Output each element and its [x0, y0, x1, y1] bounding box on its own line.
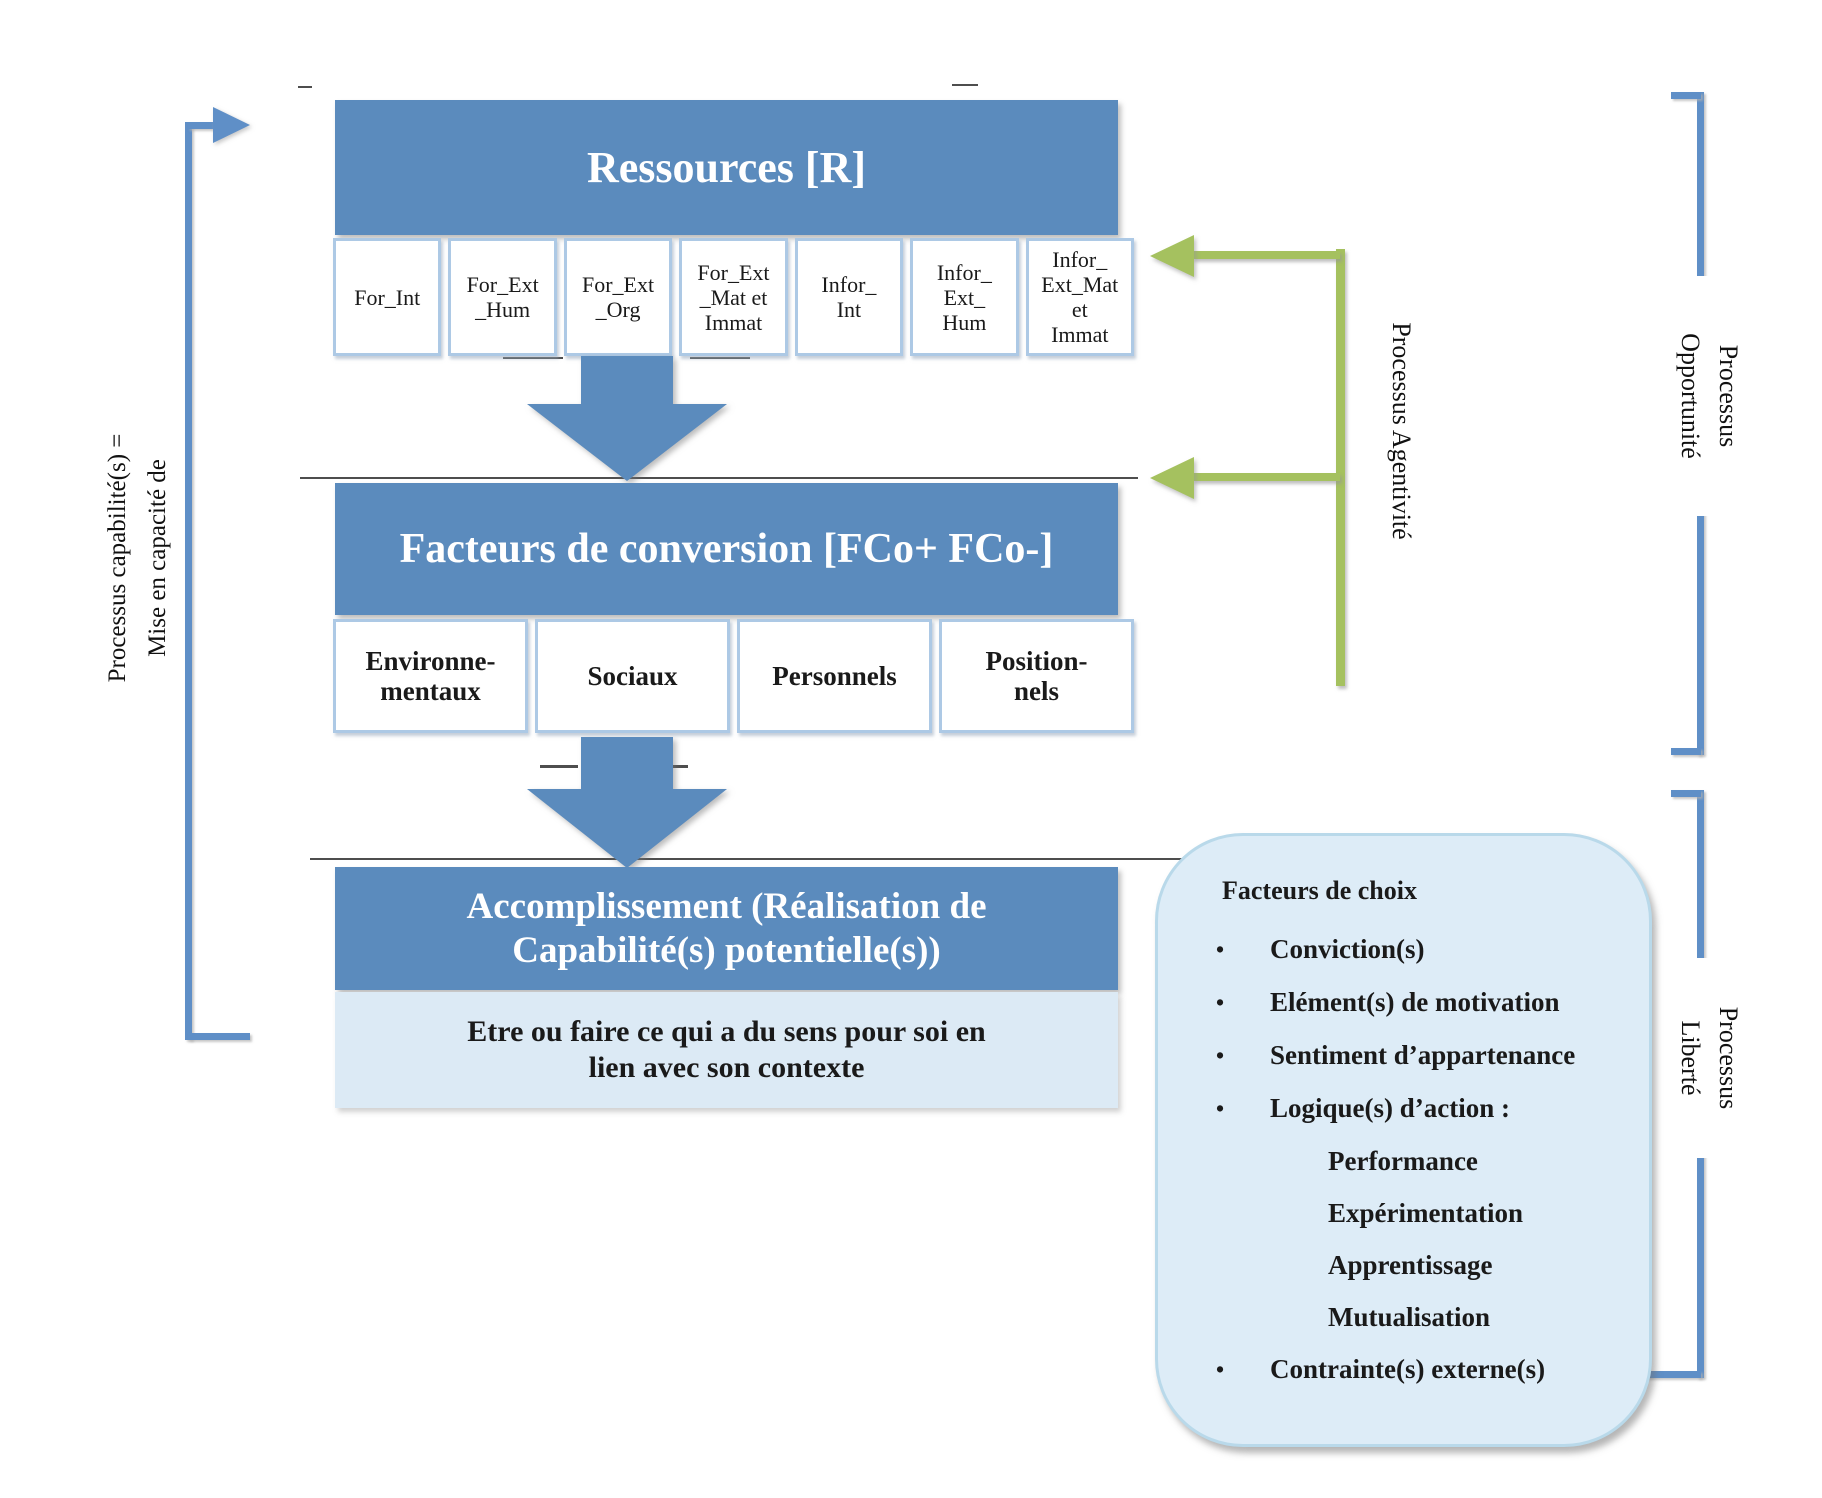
ressources-title: Ressources [R]	[586, 143, 867, 192]
arrow1-left-tick	[503, 357, 563, 359]
choice-item-row: • Conviction(s)	[1208, 934, 1627, 965]
resource-cell: Infor_ Ext_Mat et Immat	[1025, 238, 1134, 356]
resource-cell: Infor_ Int	[794, 238, 904, 356]
choice-item-row: • Contrainte(s) externe(s)	[1208, 1354, 1627, 1385]
facteurs-header: Facteurs de conversion [FCo+ FCo-]	[335, 483, 1118, 615]
left-process-label-line2: Mise en capacité de	[144, 459, 171, 657]
facteur-cell: Position- nels	[939, 619, 1134, 733]
agentivite-label: Processus Agentivité	[1387, 322, 1416, 540]
down-arrow-head	[527, 404, 727, 481]
accomplissement-subtitle-box: Etre ou faire ce qui a du sens pour soi …	[335, 992, 1118, 1108]
agentivite-arrowhead-top-icon	[1150, 235, 1194, 277]
choice-item: Sentiment d’appartenance	[1270, 1040, 1576, 1070]
ressources-top-tick-right	[952, 84, 978, 86]
left-bracket-arrowhead-icon	[213, 107, 250, 143]
resource-cell: Infor_ Ext_ Hum	[910, 238, 1019, 356]
bullet-icon: •	[1216, 1043, 1225, 1068]
opportunite-label: Processus Opportunité	[1669, 276, 1747, 516]
opportunite-bracket-bottom-cap	[1671, 748, 1701, 755]
choice-item-row: • Sentiment d’appartenance	[1208, 1040, 1627, 1071]
choice-item-row: • Elément(s) de motivation	[1208, 987, 1627, 1018]
facteur-cell: Environne- mentaux	[333, 619, 528, 733]
facteurs-cell-row: Environne- mentaux Sociaux Personnels Po…	[333, 619, 1134, 733]
left-process-label-line1: Processus capabilité(s) =	[104, 433, 131, 683]
ressources-top-tick-left	[298, 86, 312, 88]
ressources-cell-row: For_Int For_Ext _Hum For_Ext _Org For_Ex…	[333, 238, 1134, 356]
facteur-cell: Sociaux	[535, 619, 730, 733]
agentivite-arrowhead-middle-icon	[1150, 457, 1194, 499]
agentivite-branch-middle	[1192, 473, 1340, 481]
choice-item-row: • Logique(s) d’action :	[1208, 1093, 1627, 1124]
bullet-icon: •	[1216, 990, 1225, 1015]
agentivite-branch-top	[1192, 251, 1340, 259]
accomplissement-header: Accomplissement (Réalisation de Capabili…	[335, 867, 1118, 990]
bullet-icon: •	[1216, 937, 1225, 962]
choice-sub-item: Expérimentation	[1328, 1198, 1523, 1228]
liberte-bracket-bottom-cap	[1635, 1371, 1701, 1378]
choice-item: Contrainte(s) externe(s)	[1270, 1354, 1546, 1384]
left-bracket-vertical-line	[185, 122, 192, 1040]
agentivite-vertical-line	[1336, 249, 1345, 686]
accomplissement-subtitle: Etre ou faire ce qui a du sens pour soi …	[467, 1015, 986, 1084]
down-arrow-icon	[527, 737, 727, 869]
facteur-cell: Personnels	[737, 619, 932, 733]
choice-item: Conviction(s)	[1270, 934, 1425, 964]
resource-cell: For_Ext _Org	[563, 238, 673, 356]
accomplissement-top-line	[310, 858, 1195, 860]
resource-cell: For_Ext _Hum	[448, 238, 557, 356]
down-arrow-shaft	[581, 356, 673, 406]
left-bracket-bottom-segment	[188, 1033, 250, 1040]
choice-box-title: Facteurs de choix	[1222, 876, 1417, 905]
resource-cell: For_Ext _Mat et Immat	[679, 238, 788, 356]
ressources-header: Ressources [R]	[335, 100, 1118, 235]
bullet-icon: •	[1216, 1357, 1225, 1382]
facteurs-de-choix-box: Facteurs de choix • Conviction(s) • Elém…	[1155, 833, 1652, 1447]
arrow2-left-tick	[540, 765, 578, 768]
left-bracket-top-segment	[188, 122, 216, 129]
arrow1-right-tick	[690, 357, 750, 359]
choice-item: Logique(s) d’action :	[1270, 1093, 1511, 1123]
down-arrow-shaft	[581, 737, 673, 791]
opportunite-bracket-top-cap	[1671, 92, 1701, 99]
choice-sub-item: Apprentissage	[1328, 1250, 1493, 1280]
choice-sub-item: Mutualisation	[1328, 1302, 1491, 1332]
liberte-bracket-top-cap	[1671, 790, 1701, 797]
bullet-icon: •	[1216, 1096, 1225, 1121]
left-process-label: Processus capabilité(s) = Mise en capaci…	[98, 247, 190, 869]
choice-item: Elément(s) de motivation	[1270, 987, 1560, 1017]
liberte-label: Processus Liberté	[1669, 958, 1747, 1158]
down-arrow-icon	[527, 356, 727, 482]
choice-sub-item: Performance	[1328, 1146, 1478, 1176]
down-arrow-head	[527, 789, 727, 868]
accomplissement-title: Accomplissement (Réalisation de Capabili…	[466, 885, 987, 971]
facteurs-title: Facteurs de conversion [FCo+ FCo-]	[399, 526, 1054, 572]
resource-cell: For_Int	[333, 238, 442, 356]
